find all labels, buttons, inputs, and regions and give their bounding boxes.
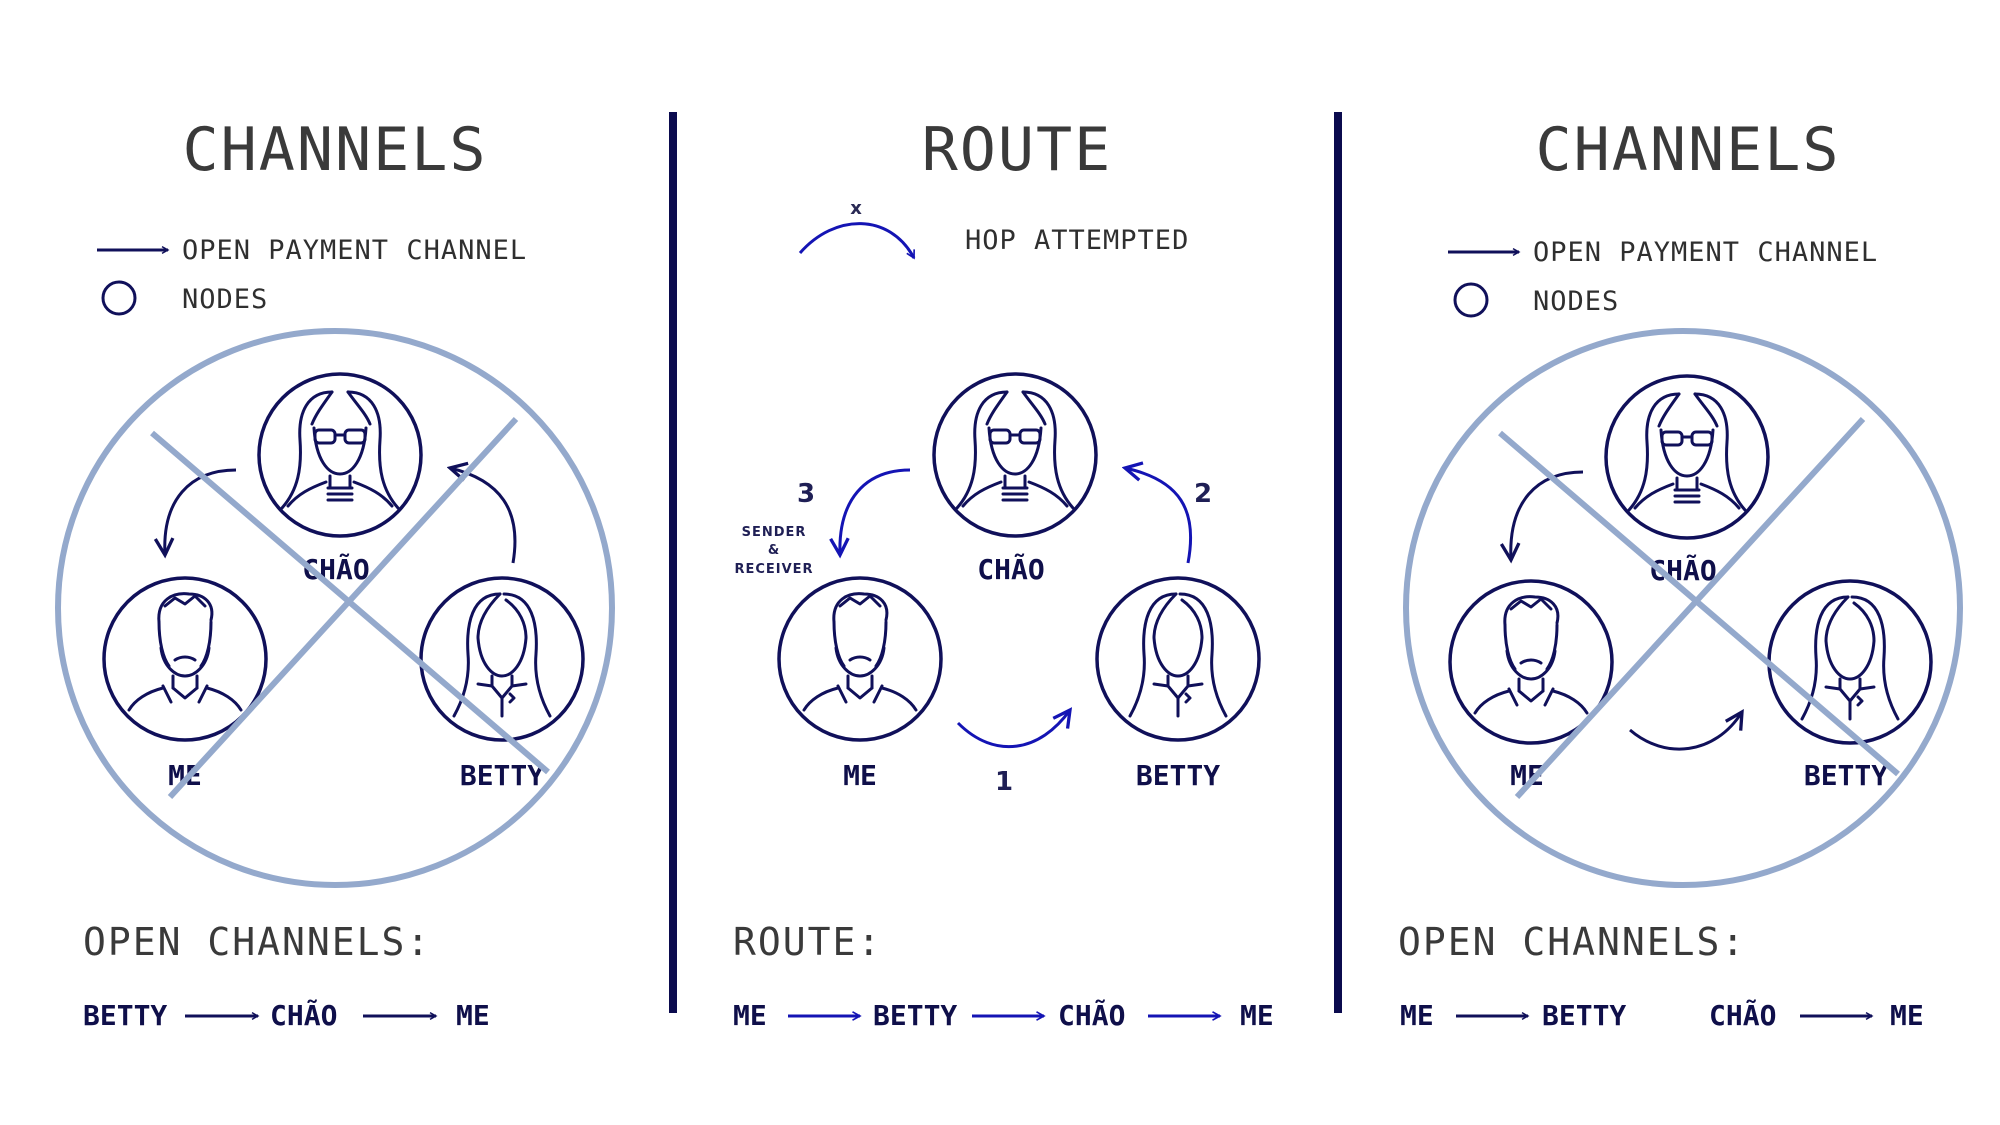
legend-channel-label: OPEN PAYMENT CHANNEL [1533, 237, 1878, 268]
chain-node: ME [1890, 999, 1924, 1032]
channel-arrow-chao-me [1511, 470, 1584, 560]
chain-node: ME [1400, 999, 1434, 1032]
node-label-chao: CHÃO [977, 552, 1044, 586]
channel-chain: BETTY CHÃO ME [83, 998, 490, 1032]
crossed-out-mark [55, 328, 615, 888]
chain-node: BETTY [1542, 999, 1626, 1032]
channel-arrow-chao-me [165, 468, 237, 555]
panel-channels-left: CHANNELS OPEN PAYMENT CHANNEL NODES CHÃO… [55, 115, 615, 1032]
legend-node-icon [101, 280, 137, 316]
node-chao [932, 372, 1098, 538]
legend-nodes-label: NODES [1533, 286, 1619, 317]
chain-node: BETTY [873, 999, 957, 1032]
legend-nodes-label: NODES [182, 284, 268, 315]
panel-title: CHANNELS [1536, 115, 1841, 185]
chain-node: CHÃO [1058, 998, 1125, 1032]
footer-title: OPEN CHANNELS: [83, 920, 431, 964]
chain-node: CHÃO [270, 998, 337, 1032]
panel-route: ROUTE x HOP ATTEMPTED 1 2 3 SENDER & REC… [733, 115, 1274, 1032]
channel-chain: ME BETTY CHÃO ME [1400, 998, 1924, 1032]
node-me [1448, 579, 1614, 745]
hop-number-3: 3 [797, 479, 815, 509]
panel-title: CHANNELS [183, 115, 488, 185]
legend-channel-label: OPEN PAYMENT CHANNEL [182, 235, 527, 266]
sender-receiver-label: SENDER [742, 525, 807, 540]
chain-node: ME [456, 999, 490, 1032]
sender-receiver-label: RECEIVER [734, 562, 813, 577]
node-me [102, 576, 268, 742]
channel-arrow-me-betty [1629, 712, 1742, 751]
route-hop-3-arrow [840, 468, 911, 555]
panel-channels-right: CHANNELS OPEN PAYMENT CHANNEL NODES CHÃO… [1398, 115, 1963, 1032]
route-hop-1-arrow [956, 710, 1070, 749]
chain-node: CHÃO [1709, 998, 1776, 1032]
sender-receiver-label: & [768, 543, 780, 558]
node-label-me: ME [843, 759, 877, 792]
hop-number-1: 1 [995, 767, 1013, 797]
route-hop-2-arrow [1125, 468, 1193, 564]
legend-hop-label: HOP ATTEMPTED [965, 225, 1189, 256]
panel-title: ROUTE [922, 115, 1113, 185]
chain-node: ME [1240, 999, 1274, 1032]
crossed-out-mark [1403, 328, 1963, 888]
node-label-betty: BETTY [460, 759, 544, 792]
node-chao [1604, 374, 1770, 540]
node-label-betty: BETTY [1136, 759, 1220, 792]
hop-number-2: 2 [1194, 479, 1212, 509]
node-me [777, 576, 943, 742]
node-chao [257, 372, 423, 538]
route-chain: ME BETTY CHÃO ME [733, 998, 1274, 1032]
legend-node-icon [1453, 282, 1489, 318]
node-label-betty: BETTY [1804, 759, 1888, 792]
footer-title: OPEN CHANNELS: [1398, 920, 1746, 964]
hop-attempted-arrow-icon [798, 222, 916, 258]
chain-node: ME [733, 999, 767, 1032]
footer-title: ROUTE: [733, 920, 882, 964]
chain-node: BETTY [83, 999, 167, 1032]
hop-x-mark: x [850, 198, 862, 219]
